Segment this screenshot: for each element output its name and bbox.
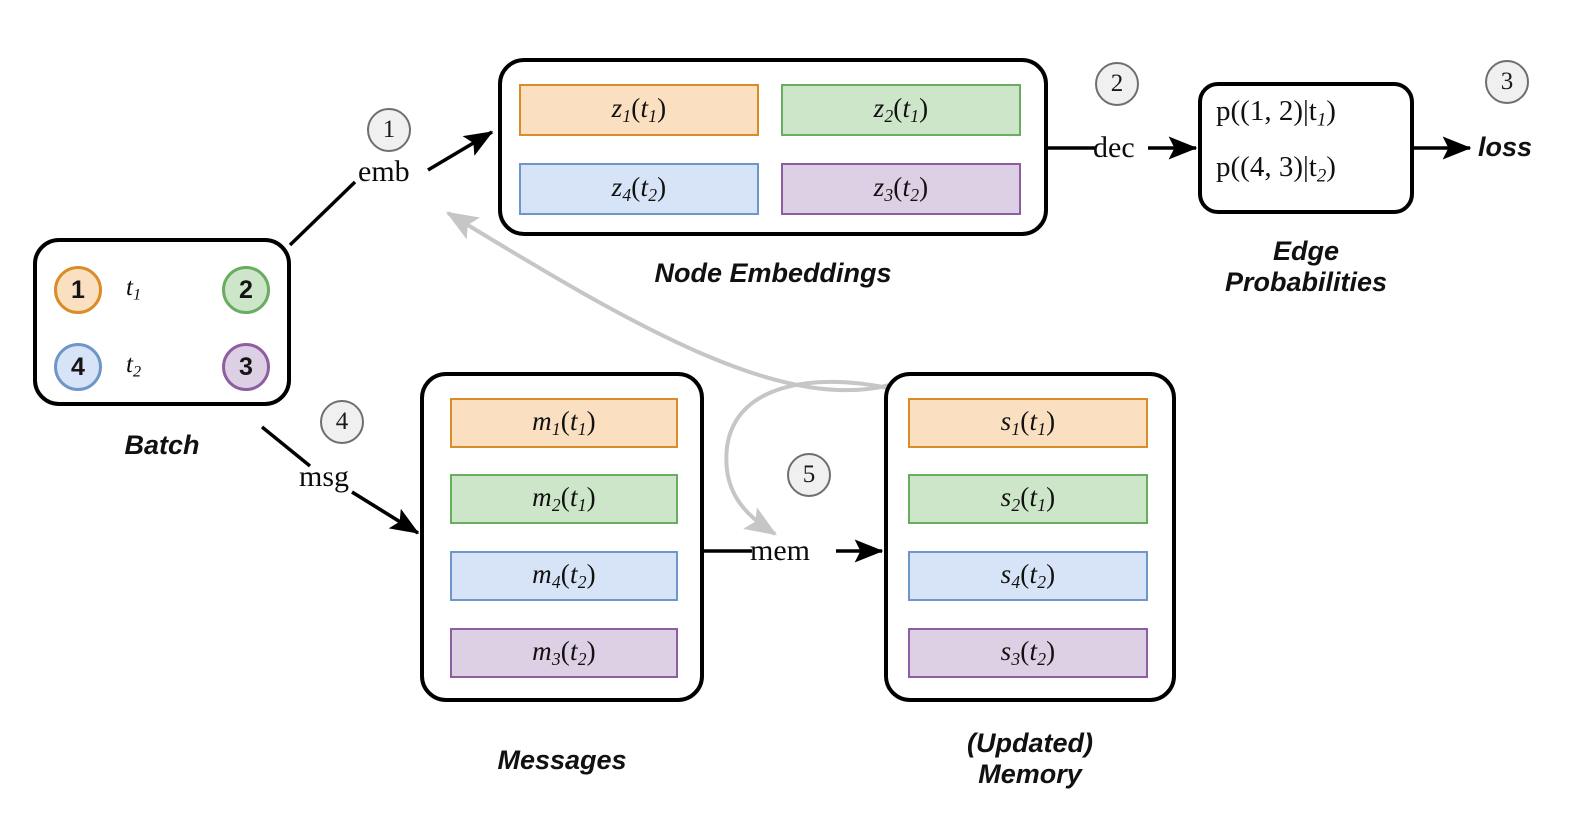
batch-edge-1-2-time-label: t1 <box>126 274 142 304</box>
operation-label-mem: mem <box>750 534 810 567</box>
batch-node-dst2-label: 3 <box>239 352 253 381</box>
edge-probabilities-caption: Edge Probabilities <box>1224 236 1388 298</box>
batch-node-dst1[interactable]: 2 <box>222 266 270 314</box>
batch-node-src1[interactable]: 1 <box>54 266 102 314</box>
step-badge-4[interactable]: 4 <box>320 400 364 444</box>
batch-node-src2-label: 4 <box>71 352 85 381</box>
memory-cell-s2[interactable]: s2(t1) <box>908 474 1148 524</box>
step-badge-5[interactable]: 5 <box>787 453 831 497</box>
step-badge-2-label: 2 <box>1110 70 1124 97</box>
operation-label-msg: msg <box>299 460 350 493</box>
batch-edge-4-3-time-label: t2 <box>126 351 142 381</box>
batch-node-dst2[interactable]: 3 <box>222 343 270 391</box>
memory-cell-s3[interactable]: s3(t2) <box>908 628 1148 678</box>
message-cell-m1[interactable]: m1(t1) <box>450 398 678 448</box>
batch-node-src2[interactable]: 4 <box>54 343 102 391</box>
connector-emb-to-node-embeddings <box>427 130 494 172</box>
step-badge-4-label: 4 <box>335 408 349 435</box>
batch-edge-1-2-label-mask <box>123 274 169 306</box>
messages-caption: Messages <box>497 745 627 775</box>
node-embeddings-caption: Node Embeddings <box>654 258 892 288</box>
step-badge-3[interactable]: 3 <box>1485 60 1529 104</box>
message-cell-m2[interactable]: m2(t1) <box>450 474 678 524</box>
message-cell-m4[interactable]: m4(t2) <box>450 551 678 601</box>
step-badge-1[interactable]: 1 <box>367 108 411 152</box>
batch-node-src1-label: 1 <box>71 275 85 304</box>
edge-probability-line-2: p((4, 3)|t2) <box>1216 151 1336 187</box>
batch-caption: Batch <box>124 430 200 460</box>
connector-memory-to-emb-feedback <box>445 211 901 393</box>
node-embedding-cell-z1[interactable]: z1(t1) <box>519 84 759 136</box>
node-embedding-cell-z2[interactable]: z2(t1) <box>781 84 1021 136</box>
step-badge-3-label: 3 <box>1500 68 1514 95</box>
node-embedding-cell-z3[interactable]: z3(t2) <box>781 163 1021 215</box>
operation-label-loss: loss <box>1478 132 1533 162</box>
message-cell-m3[interactable]: m3(t2) <box>450 628 678 678</box>
memory-cell-s1[interactable]: s1(t1) <box>908 398 1148 448</box>
memory-caption: (Updated) Memory <box>967 728 1093 790</box>
connector-batch-to-emb <box>288 180 357 247</box>
memory-cell-s4[interactable]: s4(t2) <box>908 551 1148 601</box>
step-badge-2[interactable]: 2 <box>1095 62 1139 106</box>
connector-msg-to-messages <box>351 490 420 535</box>
step-badge-5-label: 5 <box>802 461 816 488</box>
batch-edge-4-3-label-mask <box>123 351 169 383</box>
operation-label-emb: emb <box>358 155 410 188</box>
node-embedding-cell-z4[interactable]: z4(t2) <box>519 163 759 215</box>
edge-probability-line-1: p((1, 2)|t1) <box>1216 95 1336 131</box>
operation-label-dec: dec <box>1093 131 1135 164</box>
edge-probabilities-container <box>1198 82 1414 214</box>
step-badge-1-label: 1 <box>382 116 396 143</box>
batch-node-dst1-label: 2 <box>239 275 253 304</box>
